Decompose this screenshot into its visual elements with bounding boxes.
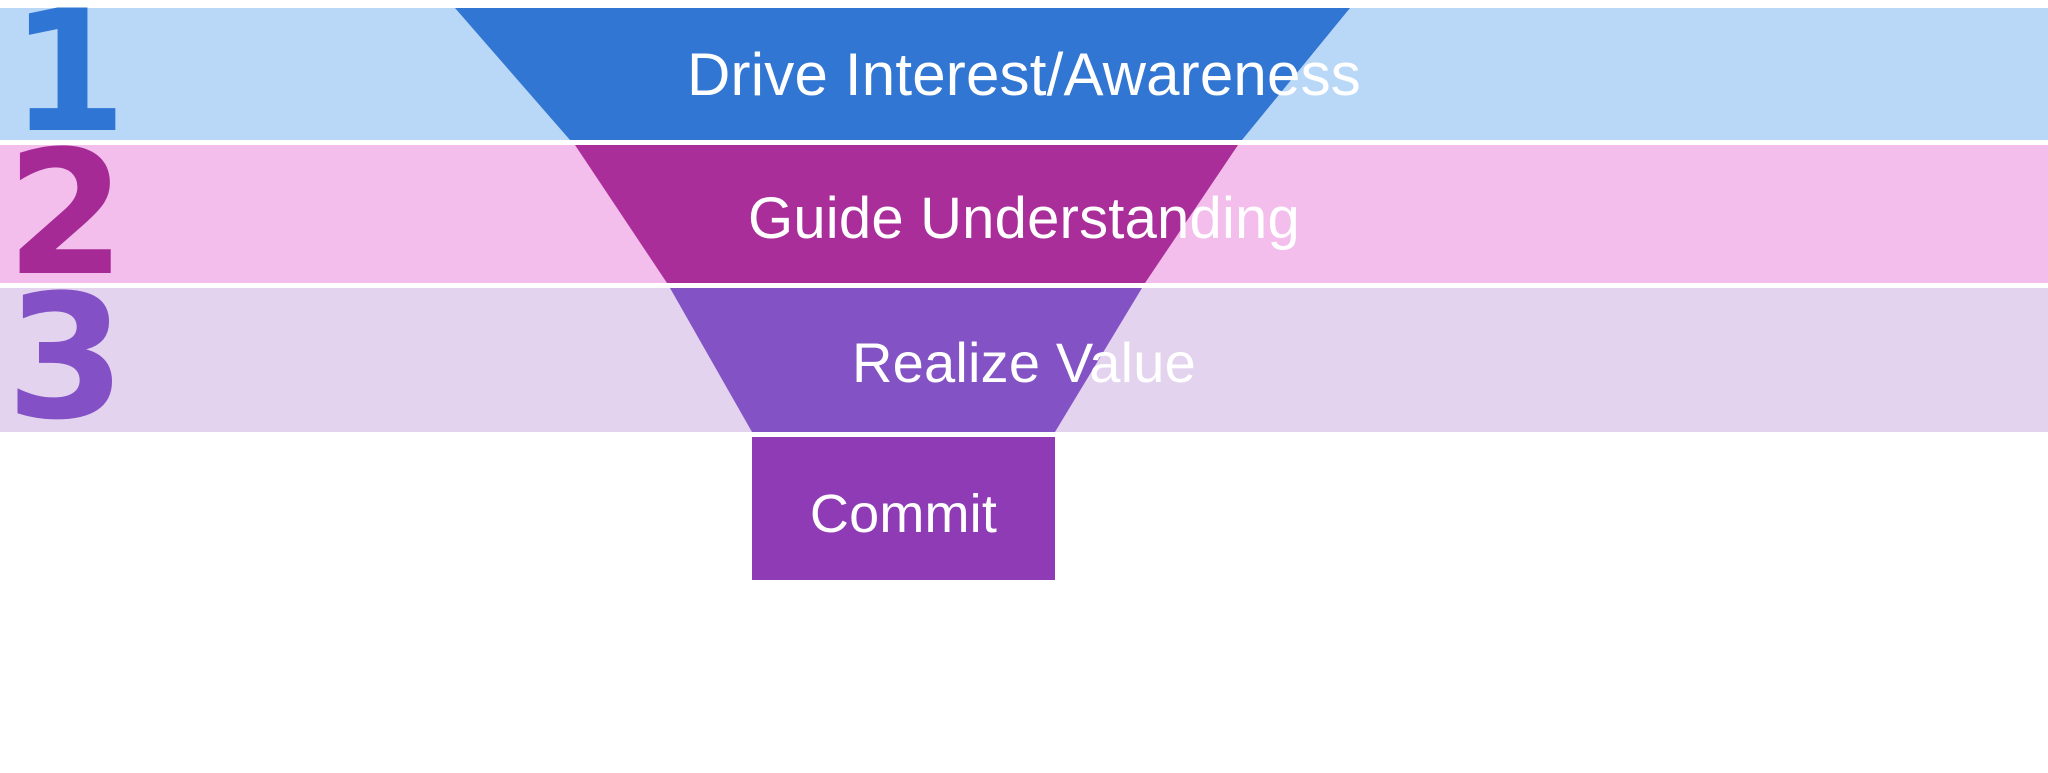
stage-label-3: Realize Value	[852, 331, 1196, 394]
stage-numeral-1: 1	[10, 0, 127, 170]
stage-numeral-3: 3	[6, 257, 126, 458]
outcome-label-commit: Commit	[809, 484, 998, 544]
stage-numeral-2: 2	[6, 113, 126, 314]
commit-box	[752, 437, 1055, 580]
stage-label-1: Drive Interest/Awareness	[687, 41, 1361, 108]
stage-label-2: Guide Understanding	[748, 186, 1300, 251]
